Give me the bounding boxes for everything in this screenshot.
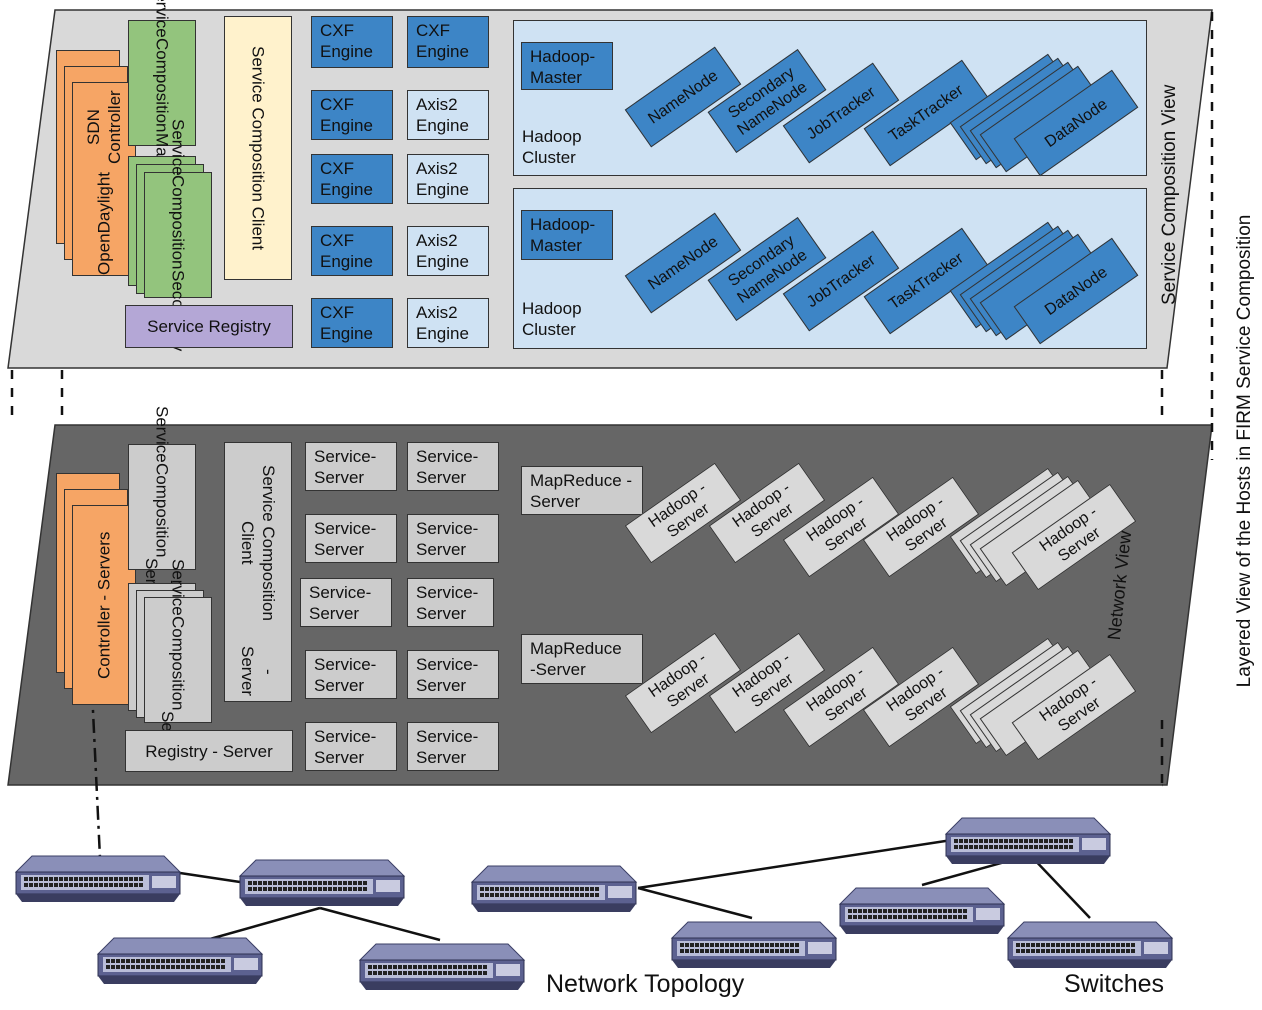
service-registry[interactable]: Service Registry: [125, 305, 293, 348]
network-switch-1[interactable]: [14, 852, 182, 904]
service-server-2[interactable]: Service-Server: [407, 442, 499, 491]
server-label: Service-Server: [314, 727, 377, 767]
master-line-2: Composition: [152, 38, 172, 133]
controller-servers[interactable]: Controller - Servers: [72, 505, 136, 705]
service-server-10[interactable]: Service-Server: [407, 722, 499, 771]
cxf-engine-4[interactable]: CXF Engine: [311, 154, 393, 204]
switches-label: Switches: [1064, 970, 1165, 998]
axis2-engine-2[interactable]: Axis2 Engine: [407, 154, 489, 204]
cxf-engine-1[interactable]: CXF Engine: [311, 16, 393, 68]
engine-label: Axis2 Engine: [416, 159, 469, 199]
axis2-engine-3[interactable]: Axis2 Engine: [407, 226, 489, 276]
network-switch-8[interactable]: [838, 884, 1006, 936]
service-server-4[interactable]: Service-Server: [407, 514, 499, 563]
service-composition-master[interactable]: Service Composition Master: [128, 0, 196, 185]
layer-links: [10, 12, 1214, 785]
mapreduce-label: MapReduce - Server: [530, 471, 633, 511]
client-server-line-1: Service Composition Client: [238, 464, 278, 621]
engine-label: CXF Engine: [320, 21, 373, 61]
registry-server[interactable]: Registry - Server: [125, 730, 293, 772]
client-server-line-2: - Server: [238, 646, 278, 697]
server-label: Service-Server: [309, 583, 372, 623]
mapreduce-label: MapReduce -Server: [530, 639, 622, 679]
service-server-8[interactable]: Service-Server: [407, 650, 499, 699]
service-composition-secondary-server[interactable]: Service Composition -Server: [144, 559, 212, 761]
master-line-1: Service: [152, 0, 172, 39]
network-switch-9[interactable]: [1006, 918, 1174, 970]
opendaylight-controller[interactable]: OpenDaylight SDN Controller: [72, 82, 136, 276]
hadoop-cluster-label-2: Hadoop Cluster: [522, 299, 582, 339]
side-title: Layered View of the Hosts in FIRM Servic…: [1234, 214, 1255, 688]
service-composition-secondary[interactable]: Service Composition Secondary: [144, 119, 212, 351]
registry-label: Service Registry: [147, 317, 271, 336]
server-label: Service-Server: [314, 447, 377, 487]
server-label: Service-Server: [416, 583, 479, 623]
sc-server-line-2: Composition: [152, 463, 172, 558]
server-label: Service-Server: [416, 727, 479, 767]
secondary-line-1: Service: [168, 118, 188, 176]
network-topology-label: Network Topology: [546, 970, 745, 998]
service-server-5[interactable]: Service-Server: [300, 578, 392, 627]
engine-label: CXF Engine: [320, 231, 373, 271]
cxf-engine-5[interactable]: CXF Engine: [311, 226, 393, 276]
service-server-1[interactable]: Service-Server: [305, 442, 397, 491]
service-composition-server[interactable]: Service Composition - Server: [128, 406, 196, 608]
cxf-engine-2[interactable]: CXF Engine: [407, 16, 489, 68]
service-composition-client[interactable]: Service Composition Client: [224, 16, 292, 280]
registry-server-label: Registry - Server: [145, 741, 273, 761]
engine-label: Axis2 Engine: [416, 231, 469, 271]
hadoop-master-1[interactable]: Hadoop-Master: [521, 42, 613, 90]
network-switch-7[interactable]: [670, 918, 838, 970]
network-switch-5[interactable]: [96, 934, 264, 986]
server-label: Service-Server: [416, 447, 479, 487]
service-composition-client-server[interactable]: Service Composition Client - Server: [224, 442, 292, 702]
controller-line-2: SDN Controller: [84, 90, 124, 165]
cxf-engine-6[interactable]: CXF Engine: [311, 298, 393, 348]
network-switch-3[interactable]: [470, 862, 638, 914]
sec-server-line-1: Service: [168, 559, 188, 617]
axis2-engine-4[interactable]: Axis2 Engine: [407, 298, 489, 348]
service-server-6[interactable]: Service-Server: [407, 578, 494, 627]
service-composition-view-label: Service Composition View: [1159, 84, 1180, 305]
mapreduce-server-2[interactable]: MapReduce -Server: [521, 634, 643, 684]
network-switch-4[interactable]: [944, 814, 1112, 866]
cxf-engine-3[interactable]: CXF Engine: [311, 90, 393, 140]
engine-label: CXF Engine: [320, 95, 373, 135]
server-label: Service-Server: [416, 519, 479, 559]
server-label: Service-Server: [314, 655, 377, 695]
hadoop-master-label: Hadoop-Master: [530, 215, 596, 255]
hadoop-master-label: Hadoop-Master: [530, 47, 596, 87]
hadoop-cluster-label-1: Hadoop Cluster: [522, 127, 582, 167]
axis2-engine-1[interactable]: Axis2 Engine: [407, 90, 489, 140]
controller-line-1: OpenDaylight: [94, 171, 114, 275]
service-server-7[interactable]: Service-Server: [305, 650, 397, 699]
topology-links: [177, 838, 1091, 950]
secondary-line-2: Composition: [168, 175, 188, 270]
client-label: Service Composition Client: [248, 45, 268, 251]
sc-server-line-1: Service: [152, 406, 172, 464]
sec-server-line-2: Composition: [168, 616, 188, 711]
engine-label: CXF Engine: [416, 21, 469, 61]
controller-servers-label: Controller - Servers: [94, 531, 114, 679]
engine-label: Axis2 Engine: [416, 95, 469, 135]
mapreduce-server-1[interactable]: MapReduce - Server: [521, 466, 643, 515]
engine-label: CXF Engine: [320, 303, 373, 343]
service-server-3[interactable]: Service-Server: [305, 514, 397, 563]
network-switch-6[interactable]: [358, 940, 526, 992]
hadoop-master-2[interactable]: Hadoop-Master: [521, 210, 613, 260]
service-server-9[interactable]: Service-Server: [305, 722, 397, 771]
server-label: Service-Server: [416, 655, 479, 695]
engine-label: CXF Engine: [320, 159, 373, 199]
network-switch-2[interactable]: [238, 856, 406, 908]
engine-label: Axis2 Engine: [416, 303, 469, 343]
server-label: Service-Server: [314, 519, 377, 559]
